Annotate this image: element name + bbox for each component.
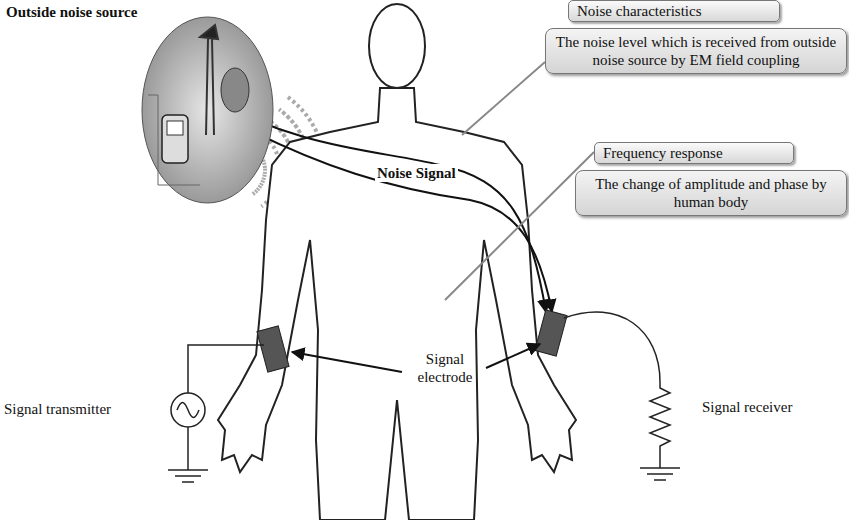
noise-source-illustration (140, 15, 275, 205)
signal-electrode (257, 326, 289, 372)
part-label: Signal transmitter (2, 400, 113, 418)
human-body (218, 88, 576, 520)
signal-name: Noise Signal (375, 164, 458, 182)
pointer-arrow (292, 352, 402, 372)
pointer-arrow (486, 344, 540, 368)
part-label: Signal receiver (700, 398, 794, 416)
part-label: Signal electrode (402, 350, 488, 386)
signal-electrode (535, 310, 567, 356)
resistor-symbol (564, 312, 680, 480)
callout-box: Frequency responseThe change of amplitud… (575, 142, 847, 216)
callout-heading: Noise characteristics (568, 0, 780, 22)
ac-source (168, 345, 264, 482)
leader-line (462, 62, 545, 135)
node-title: Outside noise source (4, 3, 139, 21)
callout-box: Noise characteristicsThe noise level whi… (545, 0, 847, 74)
callout-body: The noise level which is received from o… (545, 28, 847, 74)
noise-source-ellipse: Outside noise source (140, 15, 275, 205)
callout-heading: Frequency response (594, 142, 794, 164)
head (369, 4, 425, 88)
callout-body: The change of amplitude and phase by hum… (575, 170, 847, 216)
leader-line (445, 152, 594, 300)
